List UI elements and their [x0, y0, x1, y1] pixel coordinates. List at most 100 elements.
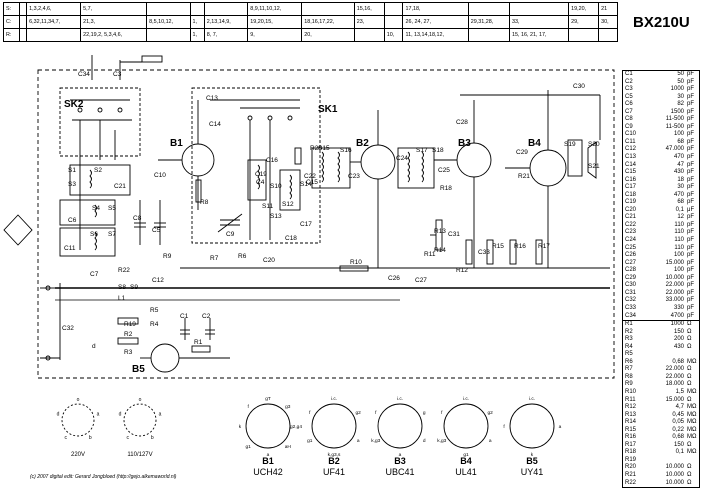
label-c6: C6 [68, 217, 77, 224]
socket-type: UL41 [455, 467, 477, 477]
socket-b3 [377, 403, 423, 449]
label-c11: C11 [64, 245, 76, 252]
part-unit: MΩ [687, 449, 697, 456]
part-designator: R13 [625, 411, 637, 418]
label-r22: R22 [118, 267, 130, 274]
copyright-notice: (c) 2007 digital edit: Gerard Jongbloed … [30, 474, 177, 480]
voltage-pin-label: d [119, 412, 122, 418]
socket-pin-label: i.c. [463, 396, 469, 402]
socket-b4 [443, 403, 489, 449]
part-unit: pF [687, 282, 695, 289]
part-designator: R19 [625, 456, 637, 463]
part-value: 10.000 [665, 464, 684, 471]
label-c9: C9 [226, 231, 235, 238]
socket-type: UF41 [323, 467, 345, 477]
part-designator: C15 [625, 169, 637, 176]
socket-pin-label: g1 [246, 444, 252, 450]
label-b3: B3 [458, 138, 471, 149]
part-value: 110 [674, 237, 684, 244]
label-s20: S20 [588, 141, 600, 148]
socket-pin-label: f [503, 424, 505, 430]
part-unit: Ω [687, 464, 692, 471]
label-b2: B2 [356, 138, 369, 149]
strip-cell [18, 28, 28, 42]
part-unit: pF [687, 176, 695, 183]
part-value: 1000 [670, 321, 684, 328]
part-value: 15.000 [665, 259, 684, 266]
voltage-pin-label: b [89, 435, 92, 441]
part-unit: pF [687, 312, 695, 319]
label-r1: R1 [194, 339, 203, 346]
label-r17: R17 [538, 243, 550, 250]
label-c27: C27 [415, 277, 427, 284]
socket-pin-label: a [399, 453, 402, 458]
strip-cell: 9, [247, 28, 303, 42]
part-designator: C33 [625, 304, 637, 311]
part-value: 200 [673, 336, 684, 343]
part-unit: pF [687, 244, 695, 251]
part-unit: MΩ [687, 411, 697, 418]
label-b1: B1 [170, 138, 183, 149]
part-value: 50 [677, 71, 684, 77]
part-designator: R8 [625, 373, 633, 380]
part-designator: C12 [625, 146, 637, 153]
part-unit: Ω [687, 321, 692, 328]
part-value: 22.000 [665, 289, 684, 296]
socket-pin-label: g3 [285, 404, 291, 410]
voltage-label: 110/127V [127, 452, 152, 458]
label-c29: C29 [516, 149, 528, 156]
part-designator: C29 [625, 274, 637, 281]
part-value: 33.000 [665, 297, 684, 304]
label-c31: C31 [448, 231, 460, 238]
label-c33: C33 [478, 249, 490, 256]
strip-cell [353, 28, 385, 42]
chassis-outline [37, 69, 615, 379]
part-designator: C19 [625, 199, 637, 206]
part-value [649, 351, 687, 359]
strip-row: R:22,19,2, 5,3,4,6,1,8, 7,9,20,10,11, 13… [3, 28, 618, 42]
part-designator: C22 [625, 221, 637, 228]
strip-cell: 6,32,11,34,7, [26, 15, 82, 29]
label-c8: C8 [133, 215, 142, 222]
part-designator: R11 [625, 396, 636, 403]
label-b5: B5 [132, 364, 145, 375]
label-c5: C5 [152, 227, 161, 234]
voltage-pin-label: d [57, 412, 60, 418]
part-unit: pF [687, 108, 695, 115]
socket-pin-label: k [239, 424, 242, 430]
strip-cell: 20, [301, 28, 355, 42]
part-row: R19 [623, 457, 699, 465]
label-c26: C26 [388, 275, 400, 282]
socket-pin-label: f [248, 404, 250, 410]
voltage-pin-label: c [64, 435, 67, 441]
part-unit: pF [687, 214, 695, 221]
socket-name: B1 [262, 456, 274, 466]
part-designator: R20 [625, 464, 637, 471]
label-l1: L1 [118, 295, 126, 302]
part-designator: C13 [625, 154, 637, 161]
label-sk1: SK1 [318, 104, 338, 115]
tube-b5-envelope [150, 343, 180, 373]
label-s16: S16 [340, 147, 352, 154]
label-c10: C10 [154, 172, 166, 179]
part-designator: C34 [625, 312, 637, 319]
part-unit: pF [687, 289, 695, 296]
label-r14: R14 [434, 247, 446, 254]
socket-pin-label: k,g3,s [328, 452, 341, 458]
part-unit: pF [687, 116, 695, 123]
